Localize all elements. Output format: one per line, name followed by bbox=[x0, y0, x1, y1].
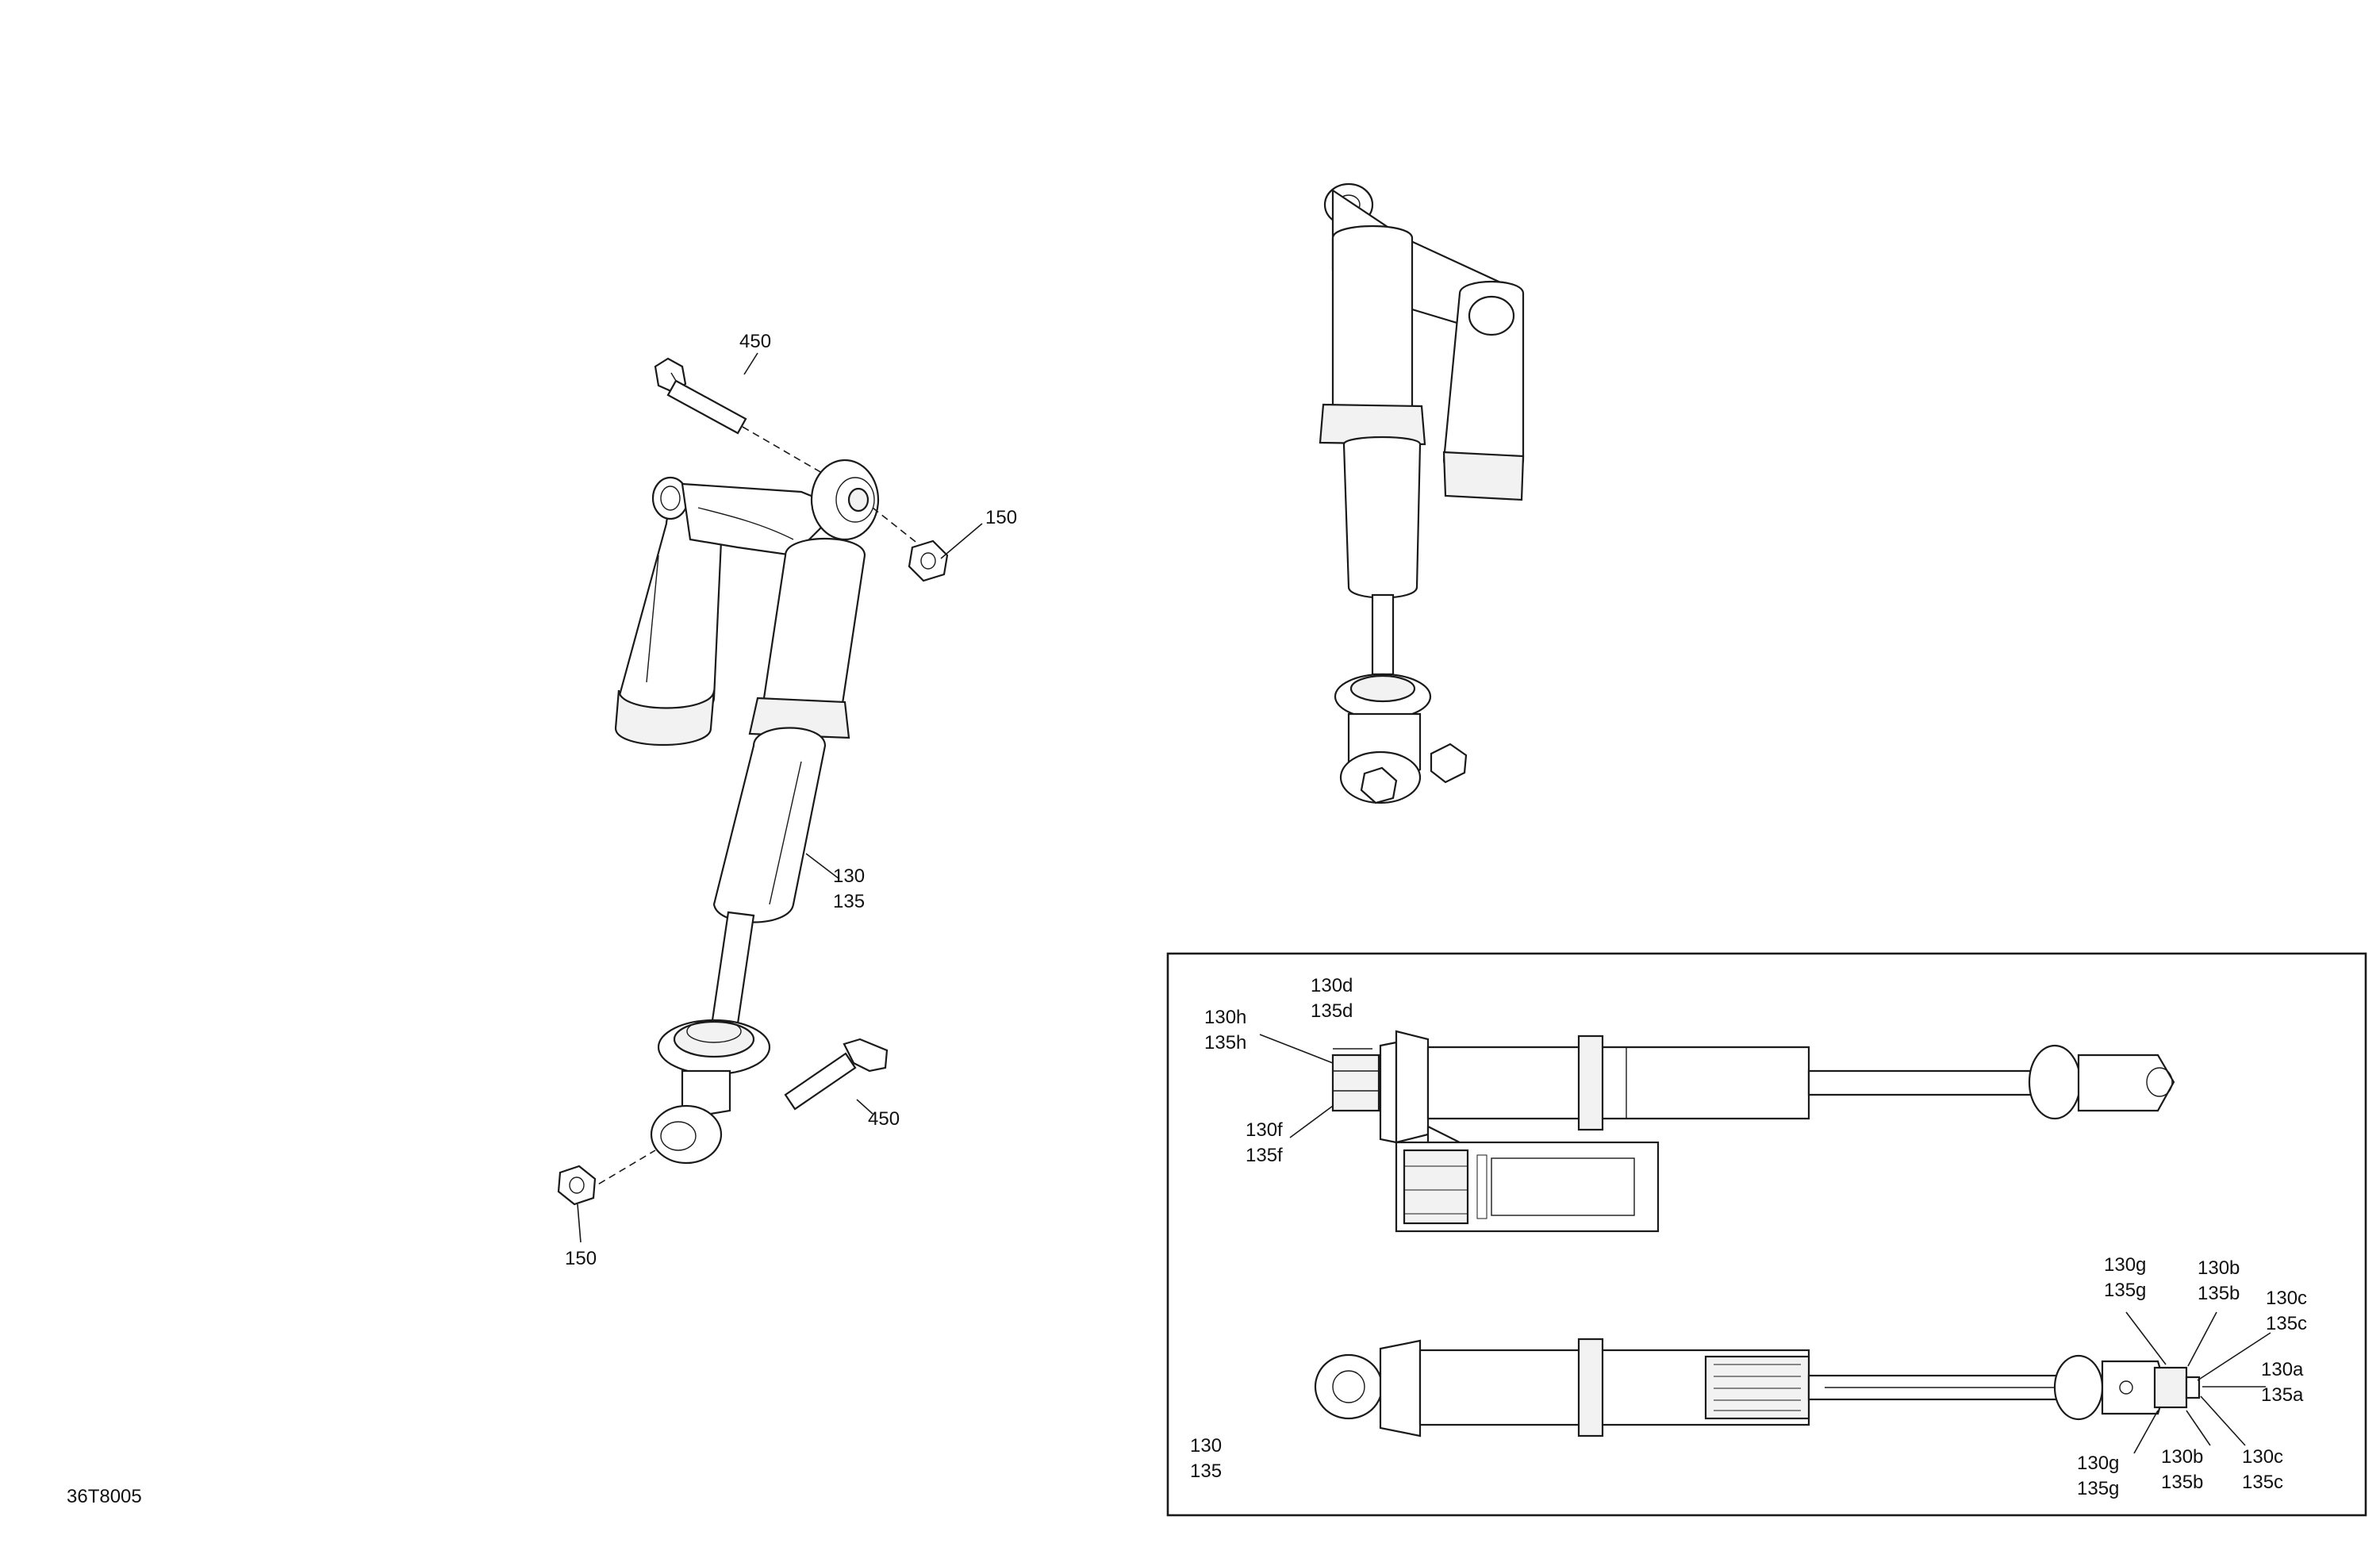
callout-bolt-450-lower: 450 bbox=[868, 1108, 900, 1130]
drawing-code: 36T8005 bbox=[67, 1486, 142, 1507]
nut-150-lower bbox=[557, 1165, 597, 1206]
damper-shaft bbox=[711, 911, 755, 1025]
callout-inset-b-bottom-2: 135b bbox=[2161, 1472, 2203, 1493]
callout-inset-h-1: 130h bbox=[1204, 1007, 1246, 1028]
callout-inset-d-1: 130d bbox=[1311, 975, 1353, 996]
callout-inset-generic-130: 130 bbox=[1190, 1435, 1222, 1457]
callout-inset-f-2: 135f bbox=[1246, 1145, 1283, 1166]
callout-inset-a-1: 130a bbox=[2261, 1359, 2304, 1380]
reservoir-cylinder bbox=[614, 476, 724, 747]
callout-inset-c-bottom-1: 130c bbox=[2242, 1446, 2283, 1468]
inset-upper-view bbox=[1331, 1030, 2175, 1233]
bolt-450-upper bbox=[654, 357, 747, 435]
callout-inset-g-top-2: 135g bbox=[2104, 1280, 2146, 1301]
top-eyelet bbox=[810, 459, 880, 541]
exploded-shock-assembly bbox=[557, 352, 983, 1243]
callout-bolt-450-upper: 450 bbox=[739, 331, 771, 352]
callout-inset-g-bottom-2: 135g bbox=[2077, 1478, 2119, 1499]
callout-inset-d-2: 135d bbox=[1311, 1000, 1353, 1022]
inset-lower-view bbox=[1314, 1338, 2201, 1437]
nut-150-upper bbox=[908, 539, 949, 582]
lower-spring-seat bbox=[657, 1019, 771, 1076]
callout-inset-c-top-1: 130c bbox=[2266, 1288, 2307, 1309]
main-body-cylinder bbox=[712, 538, 866, 923]
callout-inset-b-top-2: 135b bbox=[2198, 1283, 2240, 1304]
callout-inset-generic-135: 135 bbox=[1190, 1460, 1222, 1482]
callout-inset-a-2: 135a bbox=[2261, 1384, 2304, 1406]
callout-inset-c-bottom-2: 135c bbox=[2242, 1472, 2283, 1493]
callout-inset-h-2: 135h bbox=[1204, 1032, 1246, 1054]
callout-inset-f-1: 130f bbox=[1246, 1119, 1283, 1141]
callout-nut-150-lower: 150 bbox=[565, 1248, 597, 1269]
callout-inset-g-top-1: 130g bbox=[2104, 1254, 2146, 1276]
assembled-shock-view bbox=[1319, 182, 1525, 804]
callout-inset-b-bottom-1: 130b bbox=[2161, 1446, 2203, 1468]
inset-detail-panel bbox=[1166, 952, 2367, 1517]
callout-inset-b-top-1: 130b bbox=[2198, 1257, 2240, 1279]
callout-inset-g-bottom-1: 130g bbox=[2077, 1453, 2119, 1474]
callout-shock-135: 135 bbox=[833, 891, 865, 912]
lower-eyelet bbox=[650, 1069, 731, 1165]
bolt-450-lower bbox=[784, 1038, 889, 1111]
callout-shock-130: 130 bbox=[833, 866, 865, 887]
callout-labels: 450 150 130 135 450 150 130d 135d 130h 1… bbox=[67, 331, 2307, 1507]
callout-inset-c-top-2: 135c bbox=[2266, 1313, 2307, 1334]
callout-nut-150-upper: 150 bbox=[985, 507, 1017, 528]
